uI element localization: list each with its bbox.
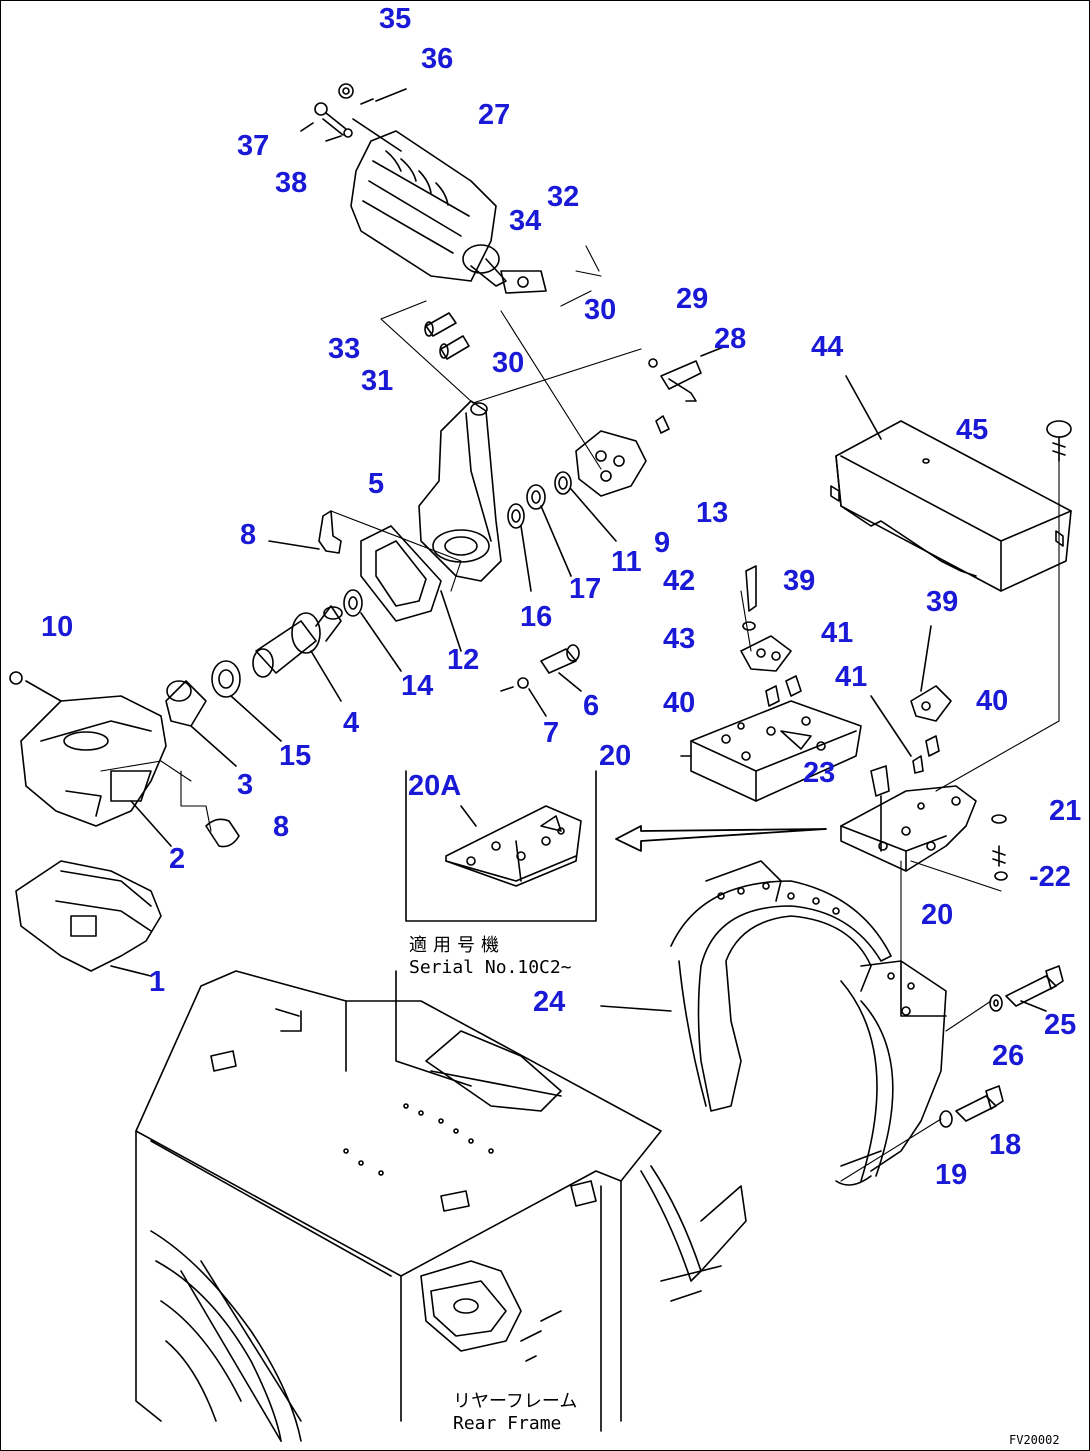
part-label-40: 40 <box>663 687 696 719</box>
part-label-39b: 39 <box>926 586 959 618</box>
part-label-22: -22 <box>1029 861 1071 893</box>
part-label-7: 7 <box>543 717 560 749</box>
part-label-30: 30 <box>584 294 617 326</box>
cover-44 <box>830 375 1072 592</box>
part-label-41b: 41 <box>835 661 868 693</box>
part-label-2: 2 <box>169 843 186 875</box>
part-label-43: 43 <box>663 623 696 655</box>
part-label-27: 27 <box>478 99 511 131</box>
serial-note-en: Serial No.10C2~ <box>409 956 572 978</box>
seal-15-sleeve-3 <box>165 660 282 767</box>
part-label-1: 1 <box>149 966 166 998</box>
part-label-10: 10 <box>41 611 74 643</box>
valve-body-9 <box>575 415 670 497</box>
frame-note: リヤーフレーム Rear Frame <box>453 1391 577 1434</box>
part-label-24: 24 <box>533 986 566 1018</box>
bleeder-screw-8 <box>205 510 342 848</box>
part-label-33: 33 <box>328 333 361 365</box>
part-label-28: 28 <box>714 323 747 355</box>
part-label-38: 38 <box>275 167 308 199</box>
part-label-3: 3 <box>237 769 254 801</box>
part-label-8b: 8 <box>273 811 290 843</box>
part-label-20: 20 <box>599 740 632 772</box>
brake-chamber-27 <box>350 130 547 294</box>
part-label-36: 36 <box>421 43 454 75</box>
part-label-20b: 20 <box>921 899 954 931</box>
part-label-45: 45 <box>956 414 989 446</box>
part-label-29: 29 <box>676 283 709 315</box>
part-label-20A: 20A <box>408 770 462 802</box>
part-label-11: 11 <box>611 546 642 578</box>
part-label-5: 5 <box>368 468 385 500</box>
gasket-12 <box>360 525 462 652</box>
part-label-18: 18 <box>989 1129 1022 1161</box>
part-label-32: 32 <box>547 181 580 213</box>
reference-arrow <box>615 825 827 852</box>
part-label-41: 41 <box>821 617 854 649</box>
piston-4 <box>252 589 402 702</box>
axle-carrier <box>835 960 947 1186</box>
part-label-13: 13 <box>696 497 729 529</box>
part-label-12: 12 <box>447 644 480 676</box>
part-label-4: 4 <box>343 707 360 739</box>
brackets-39-43 <box>740 565 952 774</box>
part-label-19: 19 <box>935 1159 968 1191</box>
mounting-plate-20 <box>680 700 862 802</box>
part-label-37: 37 <box>237 130 270 162</box>
mounting-plate-20-right <box>840 765 1008 881</box>
part-label-34: 34 <box>509 205 542 237</box>
pin-6-clip-7 <box>500 644 582 717</box>
part-label-6: 6 <box>583 690 600 722</box>
frame-note-en: Rear Frame <box>453 1412 562 1434</box>
part-label-15: 15 <box>279 740 312 772</box>
part-label-9: 9 <box>654 527 671 559</box>
part-label-30b: 30 <box>492 347 525 379</box>
drawing-code: FV20002 <box>1009 1433 1060 1447</box>
bolts-31-33 <box>424 312 470 360</box>
part-label-23: 23 <box>803 757 836 789</box>
part-label-17: 17 <box>569 573 602 605</box>
bolt-nut-35-38 <box>300 83 407 152</box>
rear-frame <box>135 970 747 1442</box>
serial-note: 適用号機 Serial No.10C2~ <box>409 935 572 978</box>
part-label-8: 8 <box>240 519 257 551</box>
brake-ring-24 <box>600 860 892 1112</box>
part-label-26: 26 <box>992 1040 1025 1072</box>
mounting-bracket-5 <box>418 400 502 582</box>
part-label-35: 35 <box>379 3 412 35</box>
bolt-28-washer-29 <box>648 345 727 402</box>
frame-note-jp: リヤーフレーム <box>453 1391 578 1412</box>
part-label-25: 25 <box>1044 1009 1077 1041</box>
part-label-44: 44 <box>811 331 844 363</box>
part-label-42: 42 <box>663 565 696 597</box>
serial-note-jp: 適用号機 <box>409 935 505 956</box>
part-label-39: 39 <box>783 565 816 597</box>
guide-lines <box>100 245 1060 1182</box>
bolts-18-19-25-26 <box>939 965 1064 1128</box>
brake-pads-1 <box>15 860 162 977</box>
serial-variant-box <box>405 770 597 922</box>
part-label-16: 16 <box>520 601 553 633</box>
part-label-14: 14 <box>401 670 434 702</box>
part-label-40b: 40 <box>976 685 1009 717</box>
part-label-31: 31 <box>361 365 394 397</box>
caliper-body-2 <box>9 671 172 847</box>
washers-11-16-17 <box>507 471 617 592</box>
part-label-21: 21 <box>1049 795 1082 827</box>
